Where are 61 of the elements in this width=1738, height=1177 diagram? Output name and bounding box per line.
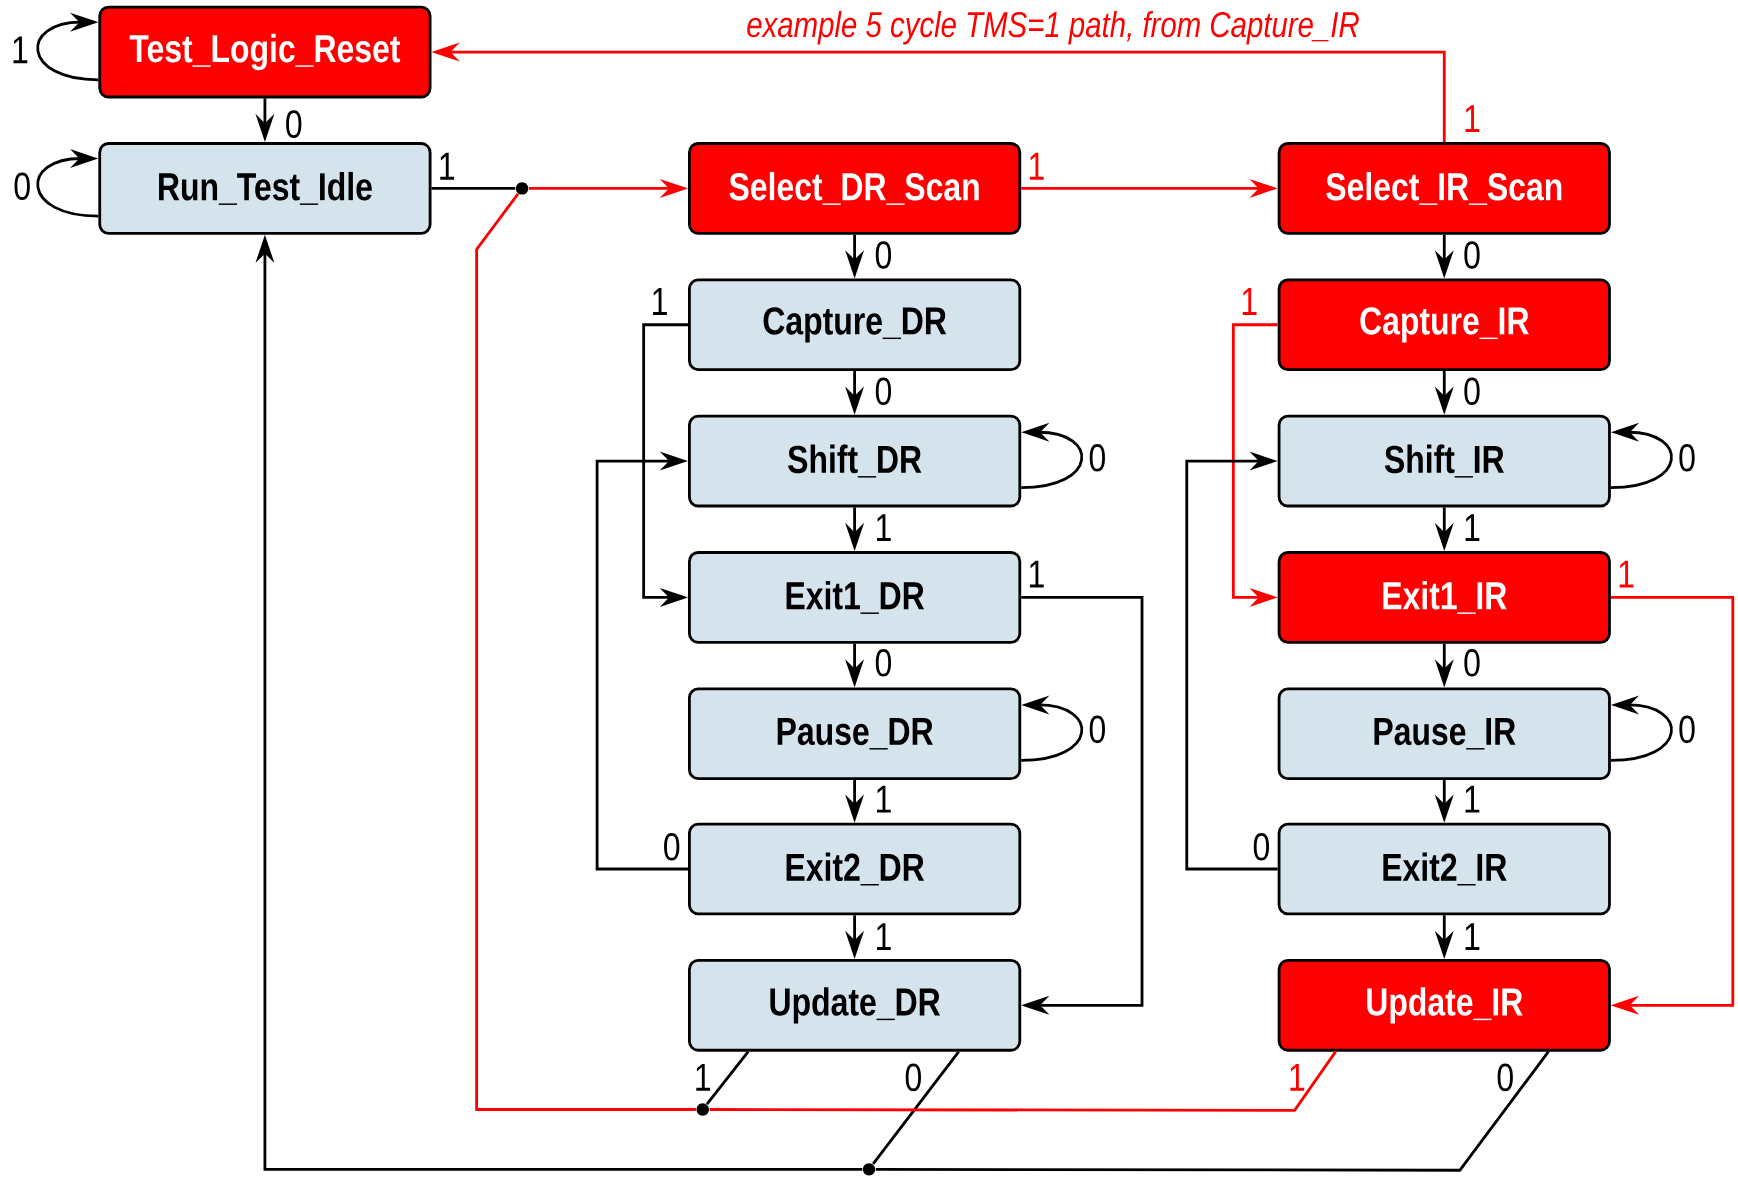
edge-label: 0 [1253, 833, 1269, 861]
state-box: Shift_DR [688, 414, 1022, 508]
edge-label: 1 [1465, 514, 1480, 541]
edge-label: 0 [1464, 241, 1480, 269]
state-box: Pause_IR [1277, 687, 1611, 781]
edge-label: 0 [905, 1063, 921, 1092]
edge-label: 1 [653, 288, 667, 315]
state-box: Exit2_DR [688, 822, 1022, 916]
edge-label: 1 [876, 785, 891, 813]
connector-line [709, 1050, 1337, 1112]
state-box: Capture_DR [688, 278, 1022, 371]
edge-label: 0 [1464, 649, 1480, 677]
state-box: Select_IR_Scan [1277, 142, 1611, 235]
loop-arrow [36, 148, 99, 218]
edge-label: 1 [1242, 288, 1257, 315]
edge-label: 0 [875, 241, 892, 269]
edge-label: 0 [1464, 377, 1480, 405]
edge-label: 0 [1679, 715, 1695, 744]
edge-label: 1 [440, 152, 455, 180]
arrow [1021, 595, 1144, 1015]
connector-line [872, 1050, 960, 1165]
edge-label: 1 [1029, 560, 1044, 588]
edge-label: 0 [664, 833, 680, 861]
edge-label: 0 [1089, 715, 1105, 744]
connector-line [475, 193, 696, 1111]
edge-label: 1 [1465, 105, 1480, 132]
edge-label: 0 [1497, 1063, 1513, 1092]
edge-label: 0 [875, 377, 892, 405]
connector-line [705, 1050, 750, 1105]
state-box: Capture_IR [1277, 278, 1611, 371]
arrow [1610, 595, 1735, 1015]
edge-label: 1 [1465, 923, 1480, 950]
connector-line [431, 186, 516, 190]
edge-label: 0 [14, 172, 30, 200]
annotation-text: example 5 cycle TMS=1 path, from Capture_IR [747, 10, 1359, 45]
arrow [1185, 451, 1278, 871]
edge-label: 0 [1679, 443, 1695, 472]
state-box: Exit1_DR [688, 551, 1022, 644]
edge-label: 1 [1290, 1063, 1305, 1091]
edge-label: 0 [875, 649, 892, 677]
state-box: Select_DR_Scan [688, 142, 1022, 235]
state-box: Pause_DR [688, 687, 1022, 781]
state-box: Shift_IR [1277, 414, 1611, 508]
edge-label: 1 [1465, 785, 1480, 813]
state-box: Test_Logic_Reset [98, 5, 432, 99]
edge-label: 0 [1089, 443, 1105, 472]
loop-arrow [36, 12, 99, 82]
connector-line [875, 1050, 1550, 1172]
edge-label: 1 [13, 36, 28, 64]
arrow [595, 451, 688, 871]
edge-label: 1 [876, 923, 891, 950]
state-box: Exit1_IR [1277, 551, 1611, 644]
state-box: Run_Test_Idle [98, 142, 432, 235]
state-box: Exit2_IR [1277, 822, 1611, 916]
state-box: Update_IR [1277, 958, 1611, 1052]
edge-label: 1 [876, 514, 891, 541]
edge-label: 1 [1619, 560, 1634, 588]
edge-label: 0 [286, 110, 302, 138]
state-box: Update_DR [688, 958, 1022, 1052]
edge-label: 1 [1029, 152, 1044, 180]
edge-label: 1 [696, 1063, 711, 1091]
